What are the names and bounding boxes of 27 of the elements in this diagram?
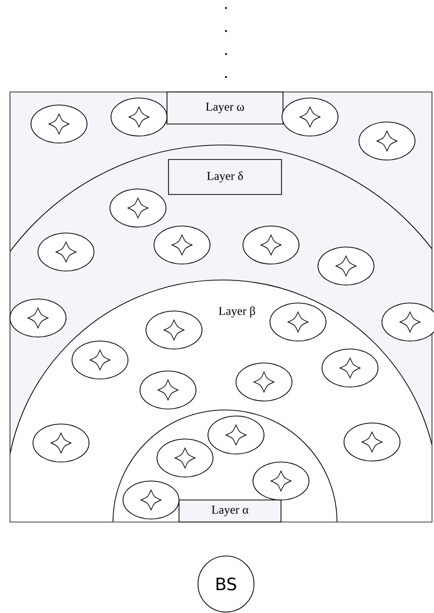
- layer-label: Layer β: [218, 306, 256, 318]
- star-ellipse: [282, 98, 338, 136]
- star-ellipse: [208, 416, 264, 454]
- layer-box: Layer δ: [168, 159, 282, 195]
- star-ellipse: [156, 438, 214, 478]
- star-ellipse: [30, 104, 88, 144]
- star-ellipse: [236, 362, 292, 402]
- star-ellipse: [318, 246, 374, 286]
- star-ellipse: [38, 232, 94, 272]
- star-ellipse: [110, 188, 166, 228]
- star-ellipse: [146, 310, 202, 350]
- star-ellipse: [122, 480, 180, 520]
- star-ellipse: [72, 340, 128, 380]
- star-ellipse: [252, 462, 310, 500]
- layer-box: Layer α: [178, 500, 282, 522]
- star-ellipse: [322, 348, 378, 388]
- star-ellipse: [110, 98, 168, 136]
- star-ellipse: [344, 422, 400, 462]
- star-ellipse: [382, 302, 434, 342]
- star-ellipse: [242, 226, 300, 264]
- star-ellipse: [140, 370, 196, 410]
- layer-box: Layer ω: [166, 92, 284, 124]
- star-ellipse: [154, 226, 210, 264]
- star-ellipse: [358, 122, 416, 160]
- star-ellipse: [32, 424, 90, 462]
- star-ellipse: [270, 302, 326, 342]
- star-ellipse: [10, 298, 66, 338]
